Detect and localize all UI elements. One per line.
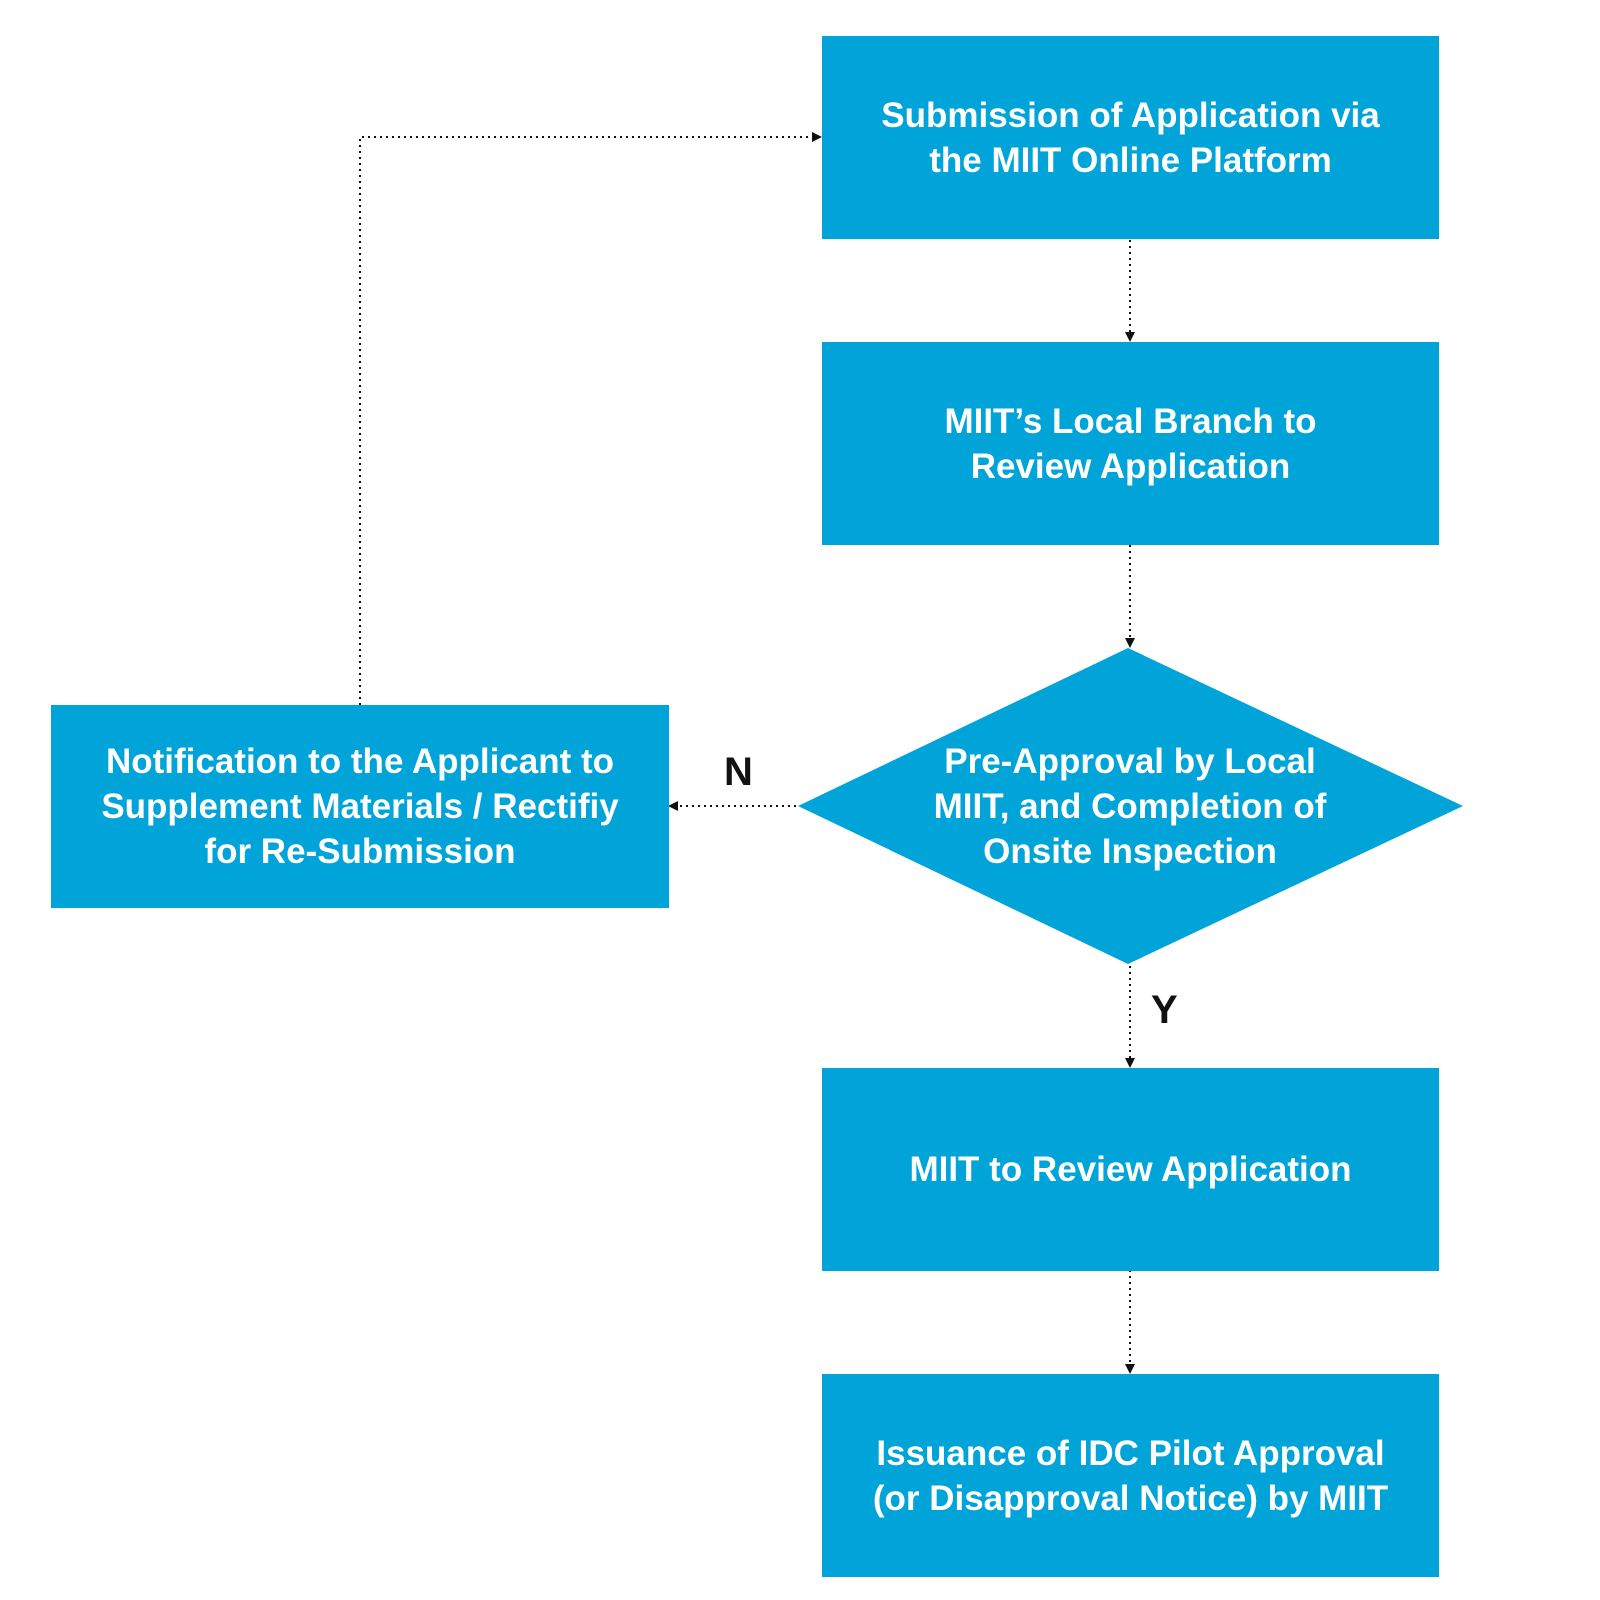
node-notification[interactable]: Notification to the Applicant to Supplem… xyxy=(51,705,669,908)
node-miit-review[interactable]: MIIT to Review Application xyxy=(822,1068,1439,1271)
node-local-review-line: Review Application xyxy=(970,446,1291,486)
node-notification-line: Supplement Materials / Rectifiy xyxy=(101,787,619,826)
node-submission-line: Submission of Application via xyxy=(881,95,1380,135)
node-issuance-line: Issuance of IDC Pilot Approval xyxy=(876,1433,1385,1473)
node-notification-line: for Re-Submission xyxy=(204,832,516,871)
pre-approval-diamond[interactable] xyxy=(798,648,1463,964)
node-pre-approval-line: MIIT, and Completion of xyxy=(933,786,1327,826)
edge-label-no: N xyxy=(724,750,753,794)
node-issuance[interactable]: Issuance of IDC Pilot Approval (or Disap… xyxy=(822,1374,1439,1577)
node-pre-approval-line: Onsite Inspection xyxy=(983,831,1277,871)
node-submission-line: the MIIT Online Platform xyxy=(929,140,1332,180)
node-local-review[interactable]: MIIT’s Local Branch to Review Applicatio… xyxy=(822,342,1439,545)
edge-label-yes: Y xyxy=(1151,988,1178,1032)
node-submission[interactable]: Submission of Application via the MIIT O… xyxy=(822,36,1439,239)
node-notification-line: Notification to the Applicant to xyxy=(105,742,615,781)
node-local-review-line: MIIT’s Local Branch to xyxy=(944,401,1317,441)
edge-notification-to-submission xyxy=(359,132,822,705)
node-miit-review-line: MIIT to Review Application xyxy=(909,1150,1352,1189)
node-pre-approval-line: Pre-Approval by Local xyxy=(944,741,1316,781)
node-issuance-line: (or Disapproval Notice) by MIIT xyxy=(872,1478,1389,1518)
node-pre-approval-label: Pre-Approval by Local MIIT, and Completi… xyxy=(880,700,1380,912)
